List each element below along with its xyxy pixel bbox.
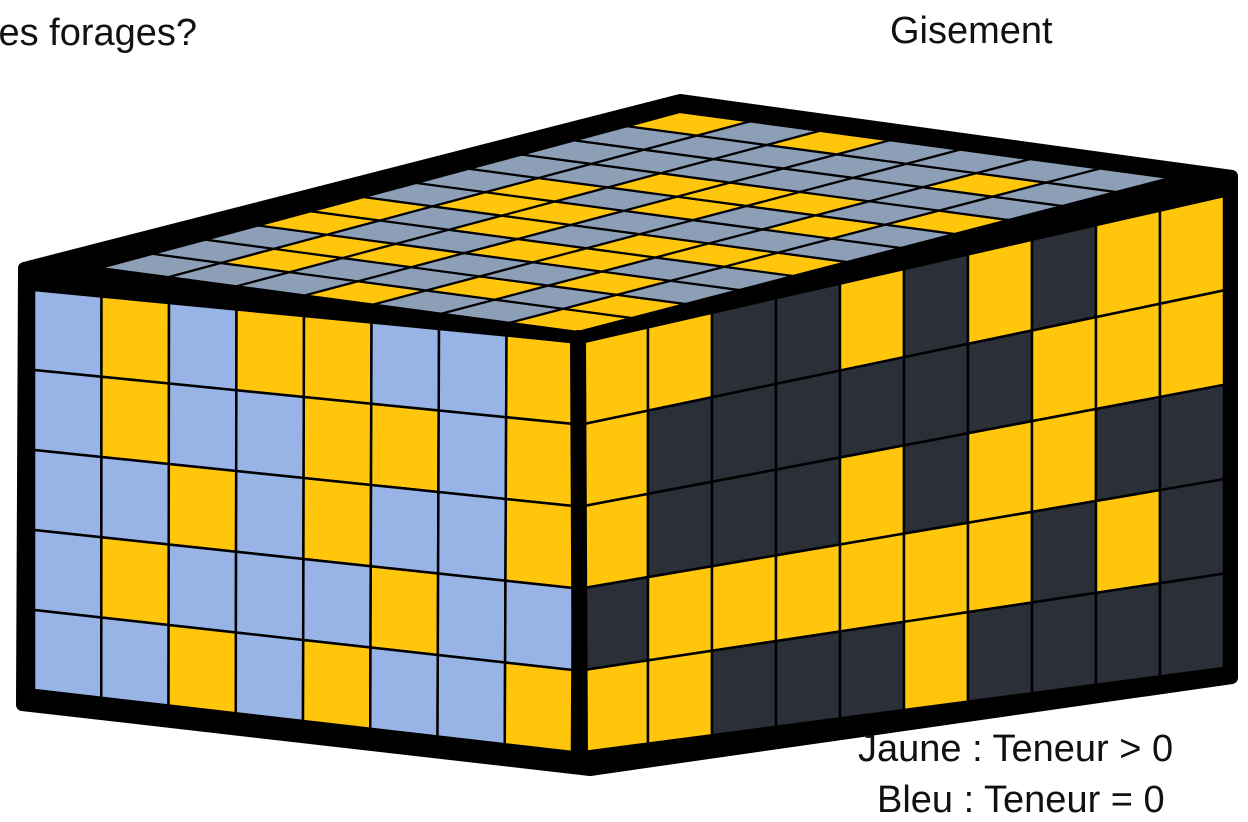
front-face-cell bbox=[169, 464, 237, 552]
front-face-cell bbox=[169, 384, 237, 472]
front-face-cell bbox=[101, 537, 168, 625]
side-face-cell bbox=[712, 384, 776, 482]
front-face-cell bbox=[505, 663, 573, 753]
side-face-cell bbox=[1032, 225, 1096, 330]
front-face-cell bbox=[303, 478, 371, 566]
front-face-cell bbox=[438, 492, 506, 581]
front-face-cell bbox=[303, 640, 371, 729]
front-face-cell bbox=[304, 397, 372, 485]
front-face-cell bbox=[506, 336, 574, 425]
side-face-cell bbox=[1096, 490, 1160, 593]
side-face-cell bbox=[648, 566, 712, 660]
legend-yellow: Jaune : Teneur > 0 bbox=[858, 730, 1173, 768]
front-face-cell bbox=[371, 404, 439, 492]
side-face-cell bbox=[648, 397, 712, 494]
front-face-cell bbox=[169, 303, 237, 390]
side-face-cell bbox=[648, 482, 712, 577]
front-face-cell bbox=[506, 417, 574, 506]
front-face-cell bbox=[236, 633, 303, 722]
front-face-cell bbox=[236, 552, 304, 640]
front-face-cell bbox=[438, 574, 506, 663]
front-face-cell bbox=[371, 566, 439, 655]
side-face-cell bbox=[840, 622, 904, 719]
side-face-cell bbox=[968, 512, 1032, 612]
front-face-cell bbox=[439, 329, 507, 417]
front-face-cell bbox=[236, 390, 304, 478]
side-face-cell bbox=[1032, 409, 1096, 512]
front-face-cell bbox=[505, 581, 573, 670]
side-face-cell bbox=[648, 651, 712, 744]
front-face-cell bbox=[304, 316, 372, 404]
side-face-cell bbox=[968, 240, 1032, 344]
side-face-cell bbox=[840, 269, 904, 371]
side-face-cell bbox=[904, 612, 968, 710]
side-face-cell bbox=[904, 433, 968, 533]
side-face-cell bbox=[1096, 397, 1160, 501]
front-face-cell bbox=[101, 618, 168, 706]
side-face-cell bbox=[1032, 593, 1096, 693]
side-face-cell bbox=[1160, 196, 1224, 304]
side-face-cell bbox=[1032, 501, 1096, 603]
front-face-cell bbox=[34, 530, 101, 618]
side-face-cell bbox=[776, 458, 840, 556]
side-face-cell bbox=[1096, 304, 1160, 409]
front-face bbox=[34, 290, 574, 752]
front-face-cell bbox=[169, 625, 236, 713]
front-face-cell bbox=[236, 471, 304, 559]
side-face-cell bbox=[1032, 317, 1096, 421]
side-face-cell bbox=[584, 660, 648, 752]
side-face-cell bbox=[776, 631, 840, 726]
side-face-cell bbox=[968, 603, 1032, 702]
side-face-cell bbox=[1160, 385, 1224, 490]
front-face-cell bbox=[101, 457, 168, 545]
side-face-cell bbox=[584, 577, 648, 670]
side-face-cell bbox=[1160, 574, 1224, 677]
side-face-cell bbox=[904, 523, 968, 622]
front-face-cell bbox=[438, 655, 506, 744]
side-face-cell bbox=[776, 284, 840, 384]
front-face-cell bbox=[34, 290, 102, 377]
front-face-cell bbox=[101, 297, 169, 384]
side-face-cell bbox=[712, 641, 776, 735]
side-face-cell bbox=[1160, 290, 1224, 397]
side-face-cell bbox=[648, 313, 712, 411]
legend-blue: Bleu : Teneur = 0 bbox=[877, 781, 1165, 819]
front-face-cell bbox=[303, 559, 371, 648]
side-face-cell bbox=[968, 421, 1032, 523]
side-face-cell bbox=[712, 298, 776, 397]
side-face-cell bbox=[840, 445, 904, 544]
front-face-cell bbox=[371, 485, 439, 574]
front-face-cell bbox=[371, 323, 439, 411]
side-face-cell bbox=[584, 411, 648, 506]
front-face-cell bbox=[34, 370, 101, 457]
front-face-cell bbox=[34, 610, 101, 698]
front-face-cell bbox=[101, 377, 168, 464]
front-face-cell bbox=[370, 648, 438, 737]
side-face-cell bbox=[904, 344, 968, 446]
front-face-cell bbox=[169, 545, 236, 633]
side-face-cell bbox=[1096, 211, 1160, 318]
front-face-cell bbox=[505, 499, 573, 588]
front-face-cell bbox=[34, 450, 101, 537]
side-face-cell bbox=[584, 327, 648, 424]
side-face-cell bbox=[712, 470, 776, 567]
side-face-cell bbox=[840, 534, 904, 632]
front-face-cell bbox=[236, 310, 304, 398]
side-face-cell bbox=[584, 494, 648, 588]
side-face-cell bbox=[712, 555, 776, 650]
side-face-cell bbox=[1096, 583, 1160, 685]
side-face-cell bbox=[904, 254, 968, 357]
side-face-cell bbox=[1160, 479, 1224, 583]
side-face-cell bbox=[840, 357, 904, 457]
side-face-cell bbox=[968, 330, 1032, 433]
front-side-edge bbox=[578, 338, 580, 762]
side-face-cell bbox=[776, 544, 840, 641]
side-face-cell bbox=[776, 371, 840, 470]
front-face-cell bbox=[438, 411, 506, 500]
